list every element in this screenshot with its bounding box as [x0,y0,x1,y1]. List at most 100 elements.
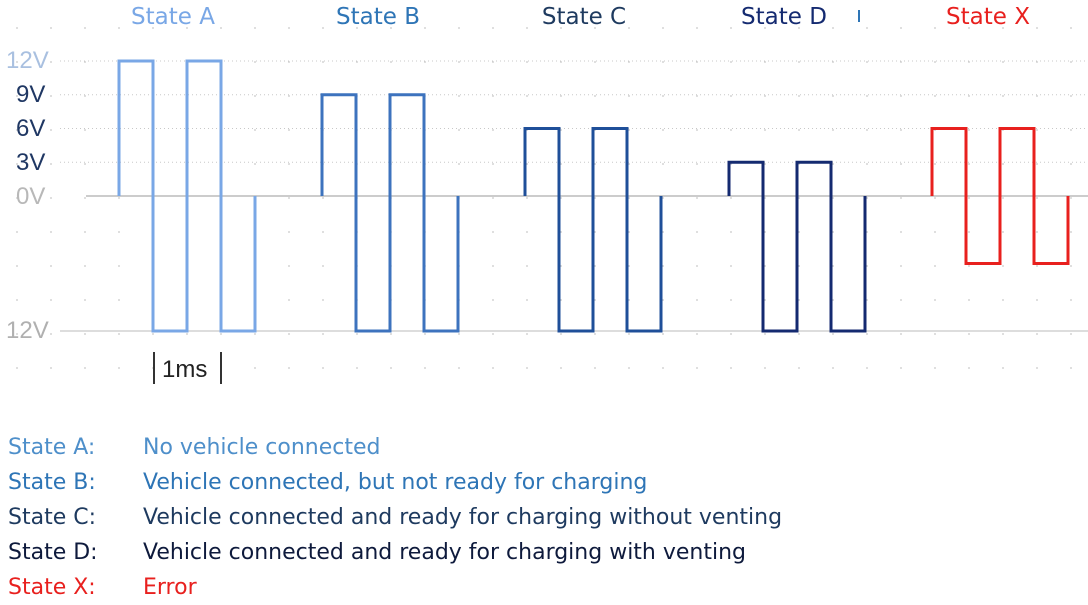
grid-dot [798,231,800,233]
grid-dot [1070,61,1072,63]
grid-dot [356,27,358,29]
grid-dot [50,333,52,335]
grid-dot [560,333,562,335]
grid-dot [356,333,358,335]
grid-dot [1070,27,1072,29]
grid-dot [526,367,528,369]
grid-dot [84,163,86,165]
grid-dot [1002,265,1004,267]
grid-dot [118,333,120,335]
grid-dot [934,163,936,165]
grid-dot [288,367,290,369]
legend-row-state-c: State C: Vehicle connected and ready for… [8,500,1008,535]
grid-dot [1070,197,1072,199]
grid-dot [866,265,868,267]
grid-dot [526,197,528,199]
grid-dot [254,367,256,369]
grid-dot [696,27,698,29]
grid-dot [152,333,154,335]
grid-dot [84,95,86,97]
grid-dot [1002,367,1004,369]
grid-dot [1002,61,1004,63]
grid-dot [730,333,732,335]
grid-dot [288,197,290,199]
grid-dot [84,231,86,233]
state-x-title: State X [946,4,1030,30]
legend-desc: Vehicle connected and ready for charging… [143,540,747,565]
grid-dot [866,231,868,233]
grid-dot [832,197,834,199]
grid-dot [1002,95,1004,97]
grid-dot [424,27,426,29]
grid-dot [390,61,392,63]
grid-dot [322,61,324,63]
grid-dot [594,61,596,63]
grid-dot [934,197,936,199]
legend-key: State D: [8,540,98,565]
grid-dot [186,333,188,335]
grid-dot [50,163,52,165]
grid-dot [866,95,868,97]
grid-dot [458,95,460,97]
grid-dot [1002,299,1004,301]
grid-dot [1070,333,1072,335]
waveform-state-a [117,59,257,333]
grid-dot [628,231,630,233]
grid-dot [900,231,902,233]
waveform-state-c [523,127,663,333]
grid-dot [288,61,290,63]
grid-dot [322,367,324,369]
grid-dot [866,129,868,131]
grid-dot [798,129,800,131]
grid-dot [560,61,562,63]
grid-dot [798,299,800,301]
grid-dot [118,265,120,267]
grid-dot [16,61,18,63]
grid-dot [254,95,256,97]
voltage-label-12v: 12V [6,47,49,74]
grid-dot [50,231,52,233]
grid-dot [560,129,562,131]
grid-dot [84,197,86,199]
grid-dot [84,129,86,131]
grid-dot [1002,163,1004,165]
grid-dot [662,299,664,301]
grid-dot [1036,231,1038,233]
grid-dot [50,27,52,29]
grid-dot [84,333,86,335]
grid-dot [118,299,120,301]
grid-dot [16,299,18,301]
grid-dot [594,27,596,29]
grid-dot [696,299,698,301]
grid-dot [1036,163,1038,165]
grid-dot [832,163,834,165]
grid-dot [866,163,868,165]
grid-dot [458,129,460,131]
grid-dot [628,61,630,63]
grid-dot [934,367,936,369]
grid-dot [764,265,766,267]
grid-dot [1070,163,1072,165]
grid-dot [696,95,698,97]
grid-dot [900,197,902,199]
grid-dot [730,61,732,63]
time-scale-label: 1ms [162,356,208,383]
grid-dot [492,95,494,97]
grid-dot [798,197,800,199]
grid-dot [764,299,766,301]
grid-dot [288,95,290,97]
waveform-state-b [320,93,460,333]
state-d-title: State D [741,4,827,30]
grid-dot [866,197,868,199]
grid-dot [1002,333,1004,335]
grid-dot [798,61,800,63]
grid-dot [84,27,86,29]
time-scale-bar-right [220,352,222,384]
grid-dot [866,333,868,335]
grid-dot [118,231,120,233]
legend-desc: Error [143,575,197,600]
grid-dot [458,27,460,29]
grid-dot [662,265,664,267]
grid-dot [662,61,664,63]
grid-dot [152,27,154,29]
